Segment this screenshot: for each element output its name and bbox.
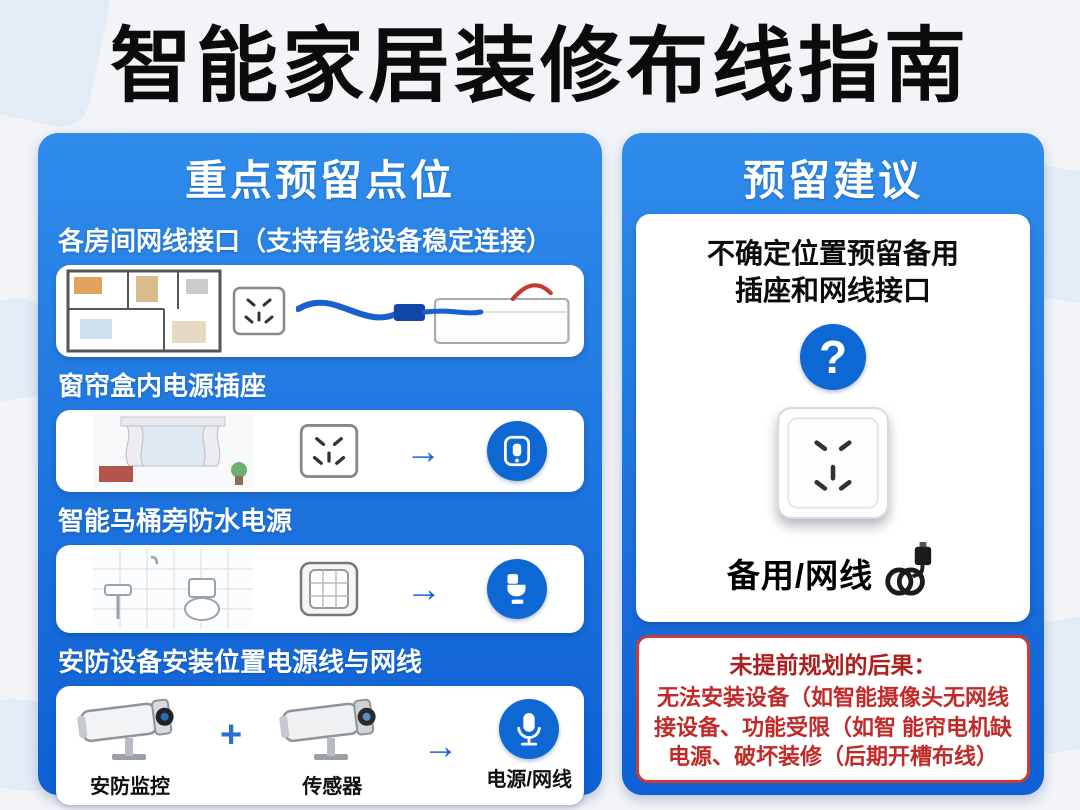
card-curtain-socket: → [56,410,584,492]
power-network-group: 电源/网线 [486,699,572,792]
wall-socket-icon [777,407,889,519]
sensor-camera-icon [279,698,376,760]
sensor-group: 传感器 [270,692,394,799]
arrow-icon: → [405,430,441,471]
caption-power-network: 电源/网线 [486,769,572,791]
arrow-icon: → [405,568,442,609]
advice-card: 不确定位置预留备用 插座和网线接口 ? 备用/网线 [636,214,1030,622]
wall-socket-image [774,404,892,527]
right-panel-header: 预留建议 [742,157,923,204]
socket-caption-row: 备用/网线 [727,541,939,597]
floor-plan-image [66,269,222,353]
arrow-icon: → [422,724,459,766]
section-label-toilet-power: 智能马桶旁防水电源 [58,506,293,536]
warning-title: 未提前规划的后果： [729,651,937,678]
socket-icon [232,286,286,336]
power-network-mic-icon [517,712,541,746]
warning-line-1: 无法安装设备（如智能摄像头无网线 [656,684,1009,710]
left-panel-key-points: 重点预留点位 各房间网线接口（支持有线设备稳定连接） [38,133,602,805]
caption-security-camera: 安防监控 [90,776,170,798]
card-network-ports [56,265,584,357]
section-label-security-wiring: 安防设备安装位置电源线与网线 [58,647,423,677]
warning-box: 未提前规划的后果： 无法安装设备（如智能摄像头无网线 接设备、功能受限（如智 能… [636,634,1030,783]
plus-icon: + [220,713,243,756]
left-panel-header: 重点预留点位 [184,157,455,204]
right-panel-advice: 预留建议 不确定位置预留备用 插座和网线接口 ? 备用/网线 [622,133,1044,795]
advice-line-1: 不确定位置预留备用 [706,238,959,270]
socket-caption: 备用/网线 [726,557,874,595]
card-security-wiring: 安防监控 + 传感器 → [56,686,584,805]
smart-toilet-badge [487,559,548,619]
curtain-motor-badge [487,421,547,481]
caption-sensor: 传感器 [302,776,363,798]
card-toilet-power: → [56,545,584,633]
socket-icon [299,424,359,478]
section-label-network-ports: 各房间网线接口（支持有线设备稳定连接） [58,226,553,256]
advice-text: 不确定位置预留备用 插座和网线接口 [707,236,959,309]
waterproof-socket-icon [300,561,359,617]
curtain-room-image [93,414,253,488]
toilet-icon [507,574,526,604]
section-label-curtain-socket: 窗帘盒内电源插座 [58,371,267,401]
bathroom-image [92,549,253,629]
usb-cable-icon [885,542,932,597]
warning-line-2: 接设备、功能受限（如智 能帘电机缺 [653,714,1013,740]
power-network-badge [499,699,560,759]
warning-line-3: 电源、破坏装修（后期开槽布线） [667,744,998,770]
question-icon: ? [800,323,866,390]
curtain-motor-icon [503,435,531,467]
advice-line-2: 插座和网线接口 [734,274,931,306]
page-title: 智能家居装修布线指南 [109,21,970,112]
security-camera-group: 安防监控 [68,692,192,799]
cctv-camera-icon [77,698,174,760]
network-cable-icon [296,283,570,344]
